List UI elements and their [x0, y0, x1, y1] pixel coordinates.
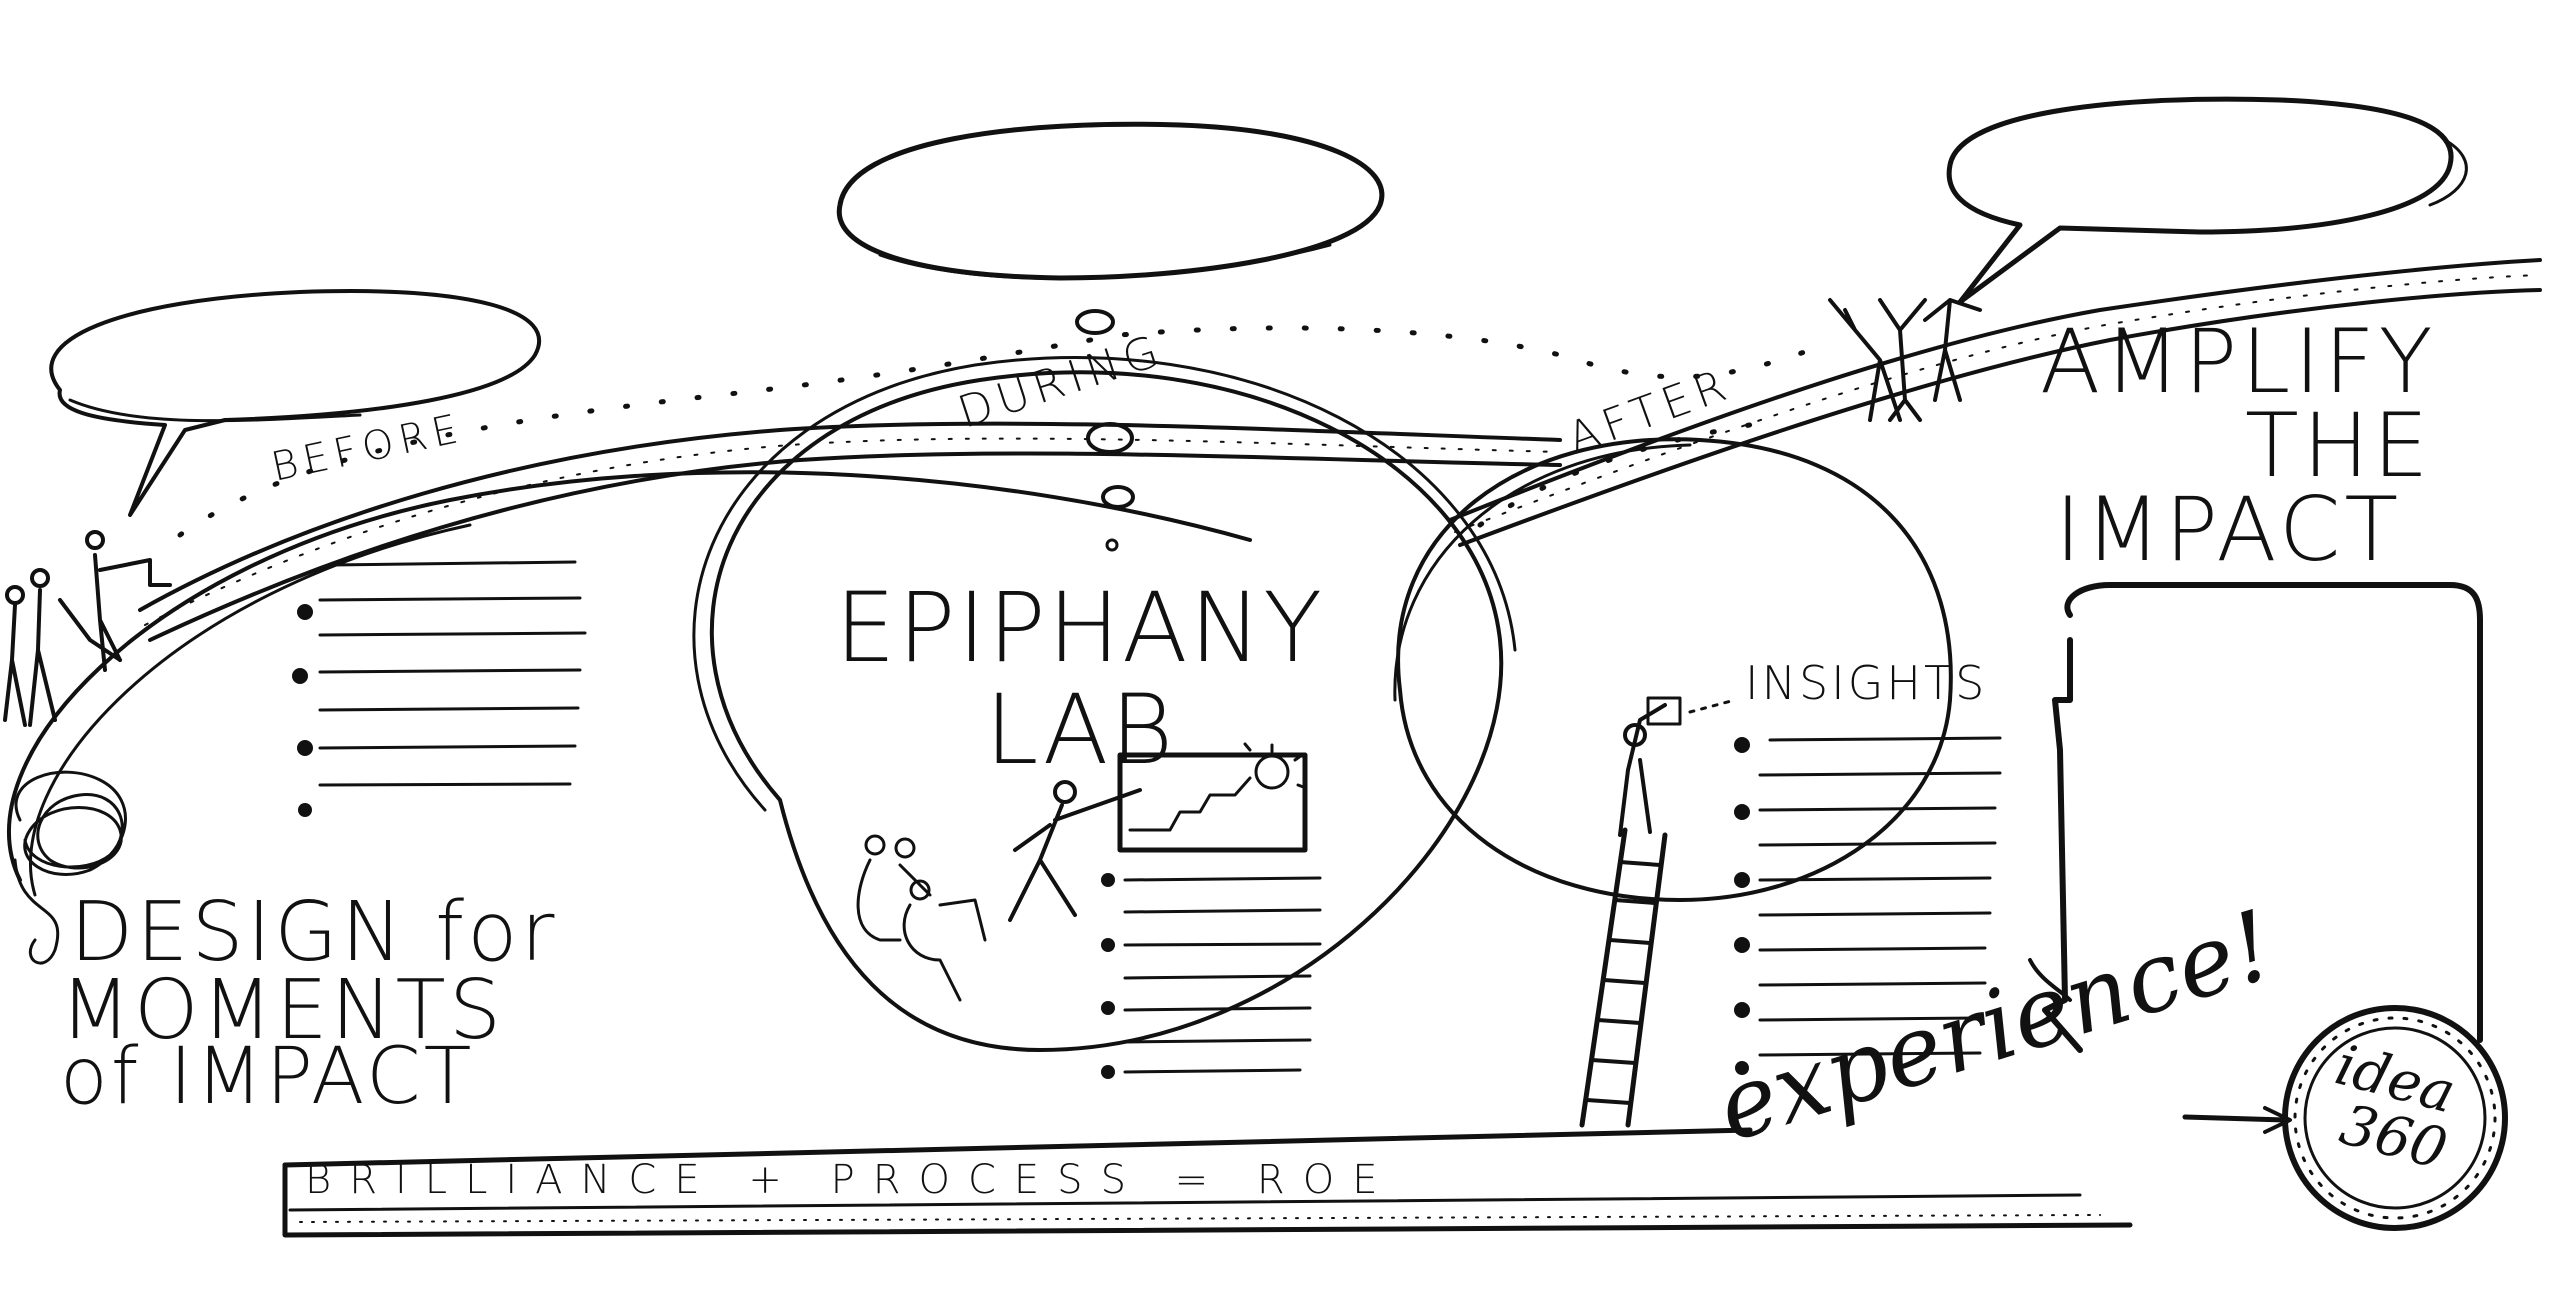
ladder [1579, 696, 1737, 1128]
speech-bubble-before [49, 289, 542, 517]
design-title-line1: DESIGN for [70, 885, 558, 980]
whiteboard-frame [2028, 582, 2483, 1053]
speech-bubble-after [1946, 96, 2468, 305]
bullet-list-during [1101, 873, 1322, 1079]
lab-title: LAB [985, 674, 1176, 786]
amplify-title-line1: AMPLIFY [2040, 310, 2437, 413]
logo-arrow [2182, 1106, 2292, 1134]
presenting-person [1008, 780, 1142, 922]
people-cheering [1828, 298, 1982, 422]
amplify-title-line3: IMPACT [2055, 478, 2403, 581]
dotted-journey-path [177, 325, 1813, 538]
amplify-title-line2: THE [2245, 394, 2433, 497]
scribble-ball [13, 770, 127, 965]
insights-label: INSIGHTS [1745, 656, 1988, 710]
seated-people [856, 834, 987, 1002]
bullet-list-before [292, 560, 587, 817]
people-group-left [3, 530, 172, 727]
speech-bubble-during [836, 121, 1385, 552]
idea-board [1117, 742, 1308, 853]
epiphany-title: EPIPHANY [835, 572, 1325, 684]
loop-ellipses [7, 356, 1953, 1052]
bullet-list-insights [1734, 736, 2002, 1075]
design-title-line3: of IMPACT [60, 1032, 475, 1122]
design-title-line2: MOMENTS [60, 963, 505, 1058]
formula-text: BRILLIANCE + PROCESS = ROE [305, 1157, 1396, 1203]
formula-banner [282, 1127, 2133, 1238]
